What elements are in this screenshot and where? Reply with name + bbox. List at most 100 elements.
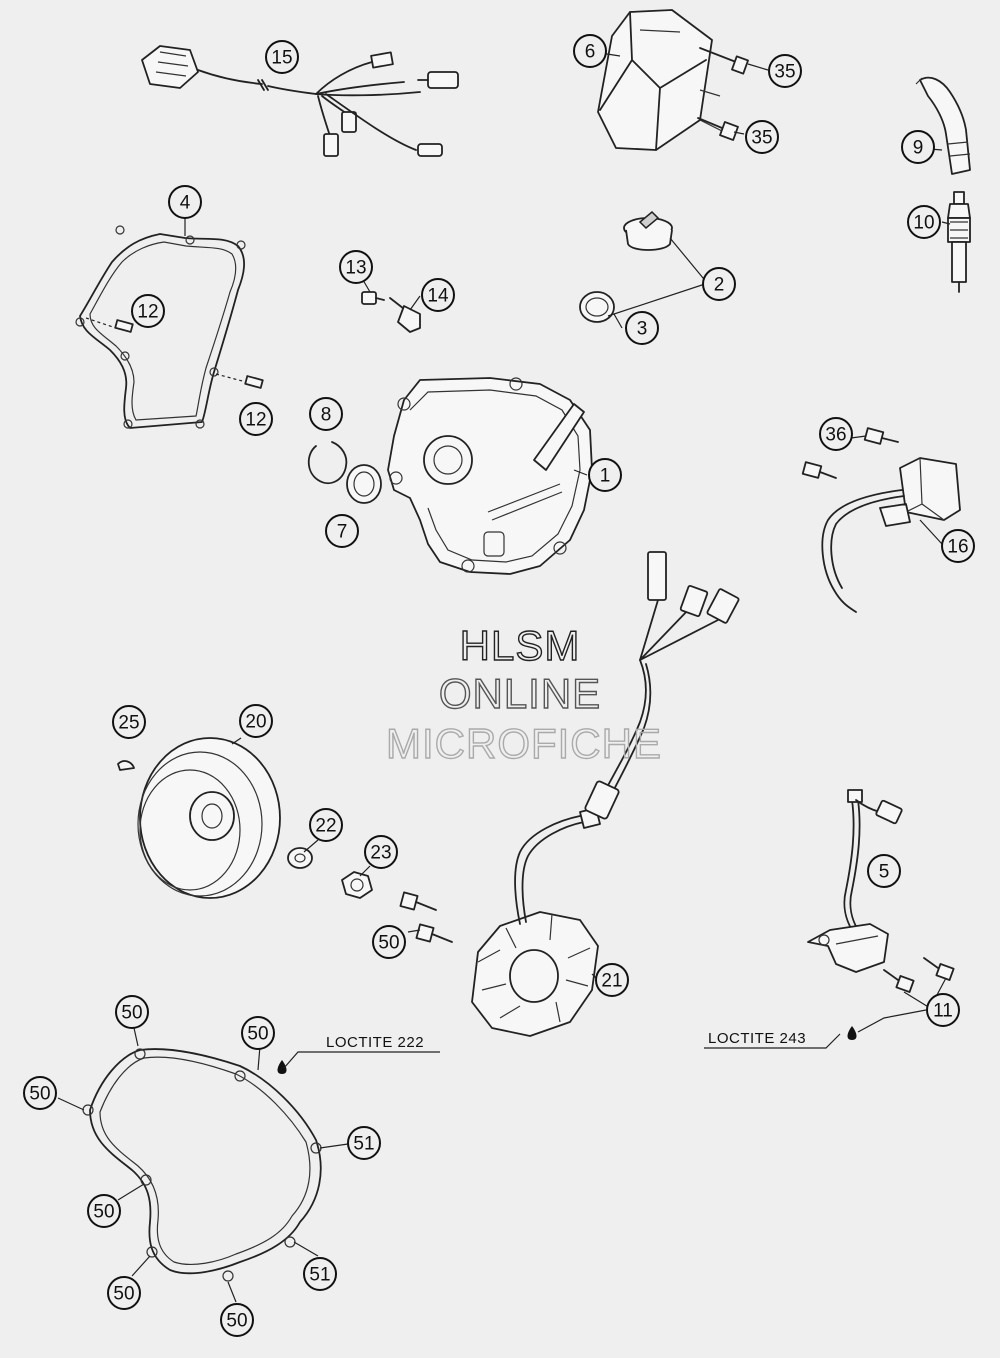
callout-20: 20	[239, 704, 273, 738]
watermark-line-1: HLSM	[460, 622, 581, 669]
callout-number: 1	[600, 466, 611, 487]
callout-number: 35	[774, 62, 795, 83]
callout-ring	[421, 278, 455, 312]
callout-7: 7	[325, 514, 359, 548]
cdi-unit-part	[597, 9, 725, 151]
stator-bolt-50-lower	[415, 923, 453, 943]
callout-ring	[588, 458, 622, 492]
callout-35: 35	[745, 120, 779, 154]
callout-number: 50	[93, 1202, 114, 1223]
washer-22-part	[287, 847, 313, 869]
callout-number: 8	[321, 405, 332, 426]
callout-number: 2	[714, 275, 725, 296]
callout-50: 50	[23, 1076, 57, 1110]
stator-21-part	[471, 551, 740, 1037]
callout-ring	[702, 267, 736, 301]
callout-ring	[819, 417, 853, 451]
callout-14: 14	[421, 278, 455, 312]
callout-ring	[347, 1126, 381, 1160]
pickup-sensor-5-part	[807, 789, 903, 973]
callout-50: 50	[241, 1016, 275, 1050]
callout-ring	[372, 925, 406, 959]
callout-ring	[112, 705, 146, 739]
clamp-14-part	[389, 297, 421, 333]
callout-number: 3	[637, 319, 648, 340]
callout-ring	[941, 529, 975, 563]
callout-number: 50	[113, 1284, 134, 1305]
callout-number: 5	[879, 862, 890, 883]
callout-number: 35	[751, 128, 772, 149]
callout-number: 11	[933, 1001, 953, 1022]
callout-51: 51	[347, 1126, 381, 1160]
loctite-222-drop-icon	[277, 1060, 287, 1074]
callout-ring	[309, 397, 343, 431]
wiring-harness-part	[141, 45, 459, 157]
screw-plug-2-part	[623, 210, 673, 251]
callout-6: 6	[573, 34, 607, 68]
screw-11-left	[883, 969, 915, 993]
callout-ring	[239, 704, 273, 738]
callout-number: 51	[309, 1265, 330, 1286]
spark-plug-cap-part	[915, 76, 971, 175]
callout-21: 21	[595, 963, 629, 997]
callout-50: 50	[220, 1303, 254, 1337]
callout-16: 16	[941, 529, 975, 563]
callout-number: 20	[245, 712, 266, 733]
callout-2: 2	[702, 267, 736, 301]
bolt-36-lower	[801, 461, 837, 479]
callout-ring	[745, 120, 779, 154]
shaft-seal-7-part	[346, 464, 382, 504]
callout-50: 50	[107, 1276, 141, 1310]
callout-10: 10	[907, 205, 941, 239]
callout-ring	[901, 130, 935, 164]
watermark-line-3: MICROFICHE	[386, 720, 662, 767]
callout-number: 16	[947, 537, 968, 558]
callout-ring	[168, 185, 202, 219]
ignition-coil-16-part	[821, 457, 961, 613]
callout-number: 12	[245, 410, 266, 431]
callout-3: 3	[625, 311, 659, 345]
callout-number: 6	[585, 42, 596, 63]
stator-cover-gasket-part	[82, 1048, 322, 1282]
leader-lines	[57, 51, 951, 1303]
callout-5: 5	[867, 854, 901, 888]
callout-ring	[907, 205, 941, 239]
callout-ring	[115, 995, 149, 1029]
callout-ring	[325, 514, 359, 548]
spark-plug-part	[947, 191, 971, 293]
ignition-cover-part	[387, 377, 593, 575]
bolt-35-lower	[697, 117, 739, 141]
flywheel-20-part	[137, 737, 281, 899]
watermark: HLSM ONLINE MICROFICHE	[385, 621, 662, 767]
callout-ring	[131, 294, 165, 328]
callout-ring	[220, 1303, 254, 1337]
callout-number: 50	[121, 1003, 142, 1024]
callout-ring	[23, 1076, 57, 1110]
callout-number: 22	[315, 816, 336, 837]
callout-15: 15	[265, 40, 299, 74]
loctite-222-note: LOCTITE 222	[326, 1034, 424, 1051]
callout-number: 50	[378, 933, 399, 954]
callout-ring	[241, 1016, 275, 1050]
bolt-35-upper	[699, 47, 749, 75]
cover-gasket-part	[75, 225, 246, 429]
callout-ring	[595, 963, 629, 997]
callout-11: 11	[926, 993, 960, 1027]
callout-ring	[339, 250, 373, 284]
callout-ring	[768, 54, 802, 88]
o-ring-3-part	[579, 291, 615, 323]
callout-number: 50	[29, 1084, 50, 1105]
callout-8: 8	[309, 397, 343, 431]
callout-number: 50	[226, 1311, 247, 1332]
dowel-pin-12-lower	[215, 373, 264, 389]
callout-ring	[364, 835, 398, 869]
callout-1: 1	[588, 458, 622, 492]
callout-number: 12	[137, 302, 158, 323]
callout-50: 50	[115, 995, 149, 1029]
callout-25: 25	[112, 705, 146, 739]
callout-ring	[867, 854, 901, 888]
callout-ring	[625, 311, 659, 345]
callout-ring	[107, 1276, 141, 1310]
